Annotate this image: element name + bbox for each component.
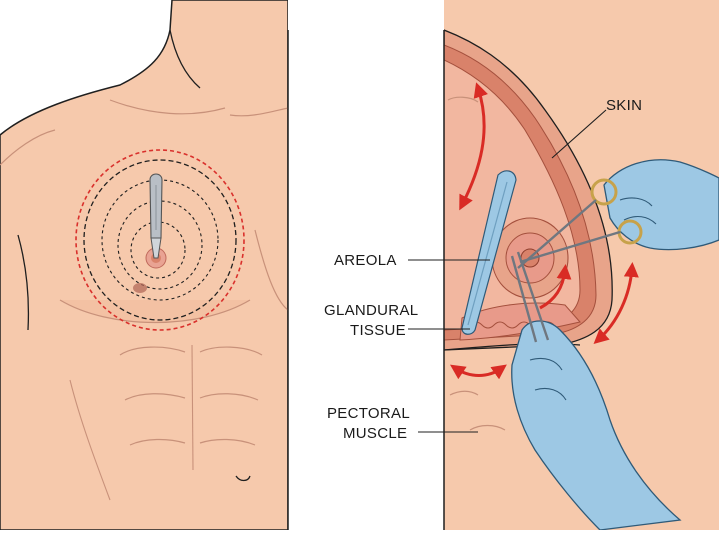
label-glandular-line2: TISSUE xyxy=(350,322,406,339)
curved-arrow-icon xyxy=(450,364,507,380)
navel xyxy=(235,475,251,482)
left-panel-torso xyxy=(0,0,288,530)
label-glandular-line1: GLANDURAL xyxy=(324,302,418,319)
label-areola: AREOLA xyxy=(334,252,397,269)
skin-leader xyxy=(551,109,607,159)
label-pectoral-line2: MUSCLE xyxy=(343,425,407,442)
label-skin: SKIN xyxy=(606,97,642,114)
retractor-icon xyxy=(461,170,517,335)
scalpel-icon xyxy=(149,173,163,259)
glove-lower xyxy=(511,320,682,530)
label-pectoral-line1: PECTORAL xyxy=(327,405,410,422)
right-panel-cross-section xyxy=(444,0,719,530)
glandular-tissue xyxy=(459,302,581,341)
curved-arrow-icon xyxy=(593,262,639,345)
incision-outer-marking xyxy=(75,149,245,331)
curved-arrow-icon xyxy=(539,264,572,310)
curved-arrow-icon xyxy=(459,82,488,211)
surgical-scissors-icon xyxy=(517,178,643,269)
forceps-icon xyxy=(510,251,550,343)
torso xyxy=(0,0,288,530)
